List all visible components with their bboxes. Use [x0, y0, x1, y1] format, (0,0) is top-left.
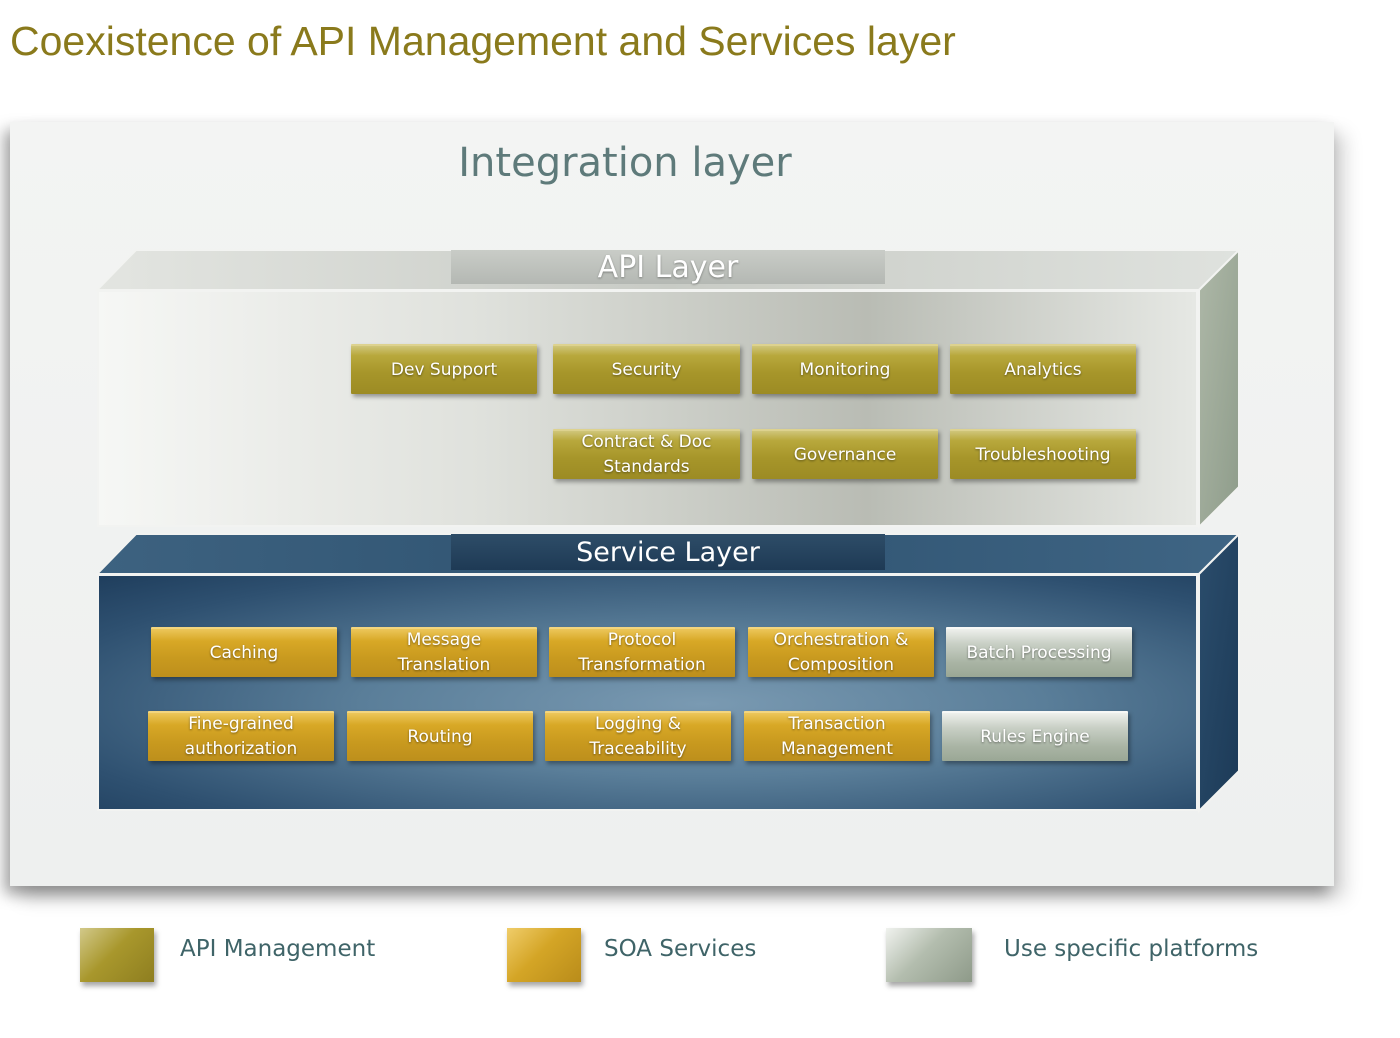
api-layer-side — [1198, 247, 1240, 530]
service-layer-label: Service Layer — [451, 534, 885, 570]
api-module-security: Security — [553, 344, 740, 394]
legend-swatch-use-specific-platforms — [886, 928, 972, 982]
service-layer-side — [1198, 531, 1240, 814]
legend-label-use-specific-platforms: Use specific platforms — [1004, 936, 1259, 962]
api-module-analytics: Analytics — [950, 344, 1136, 394]
legend-label-soa-services: SOA Services — [604, 936, 757, 962]
service-module-logging-traceability: Logging &Traceability — [545, 711, 731, 761]
legend-swatch-api-management — [80, 928, 154, 982]
service-module-orchestration-composition: Orchestration &Composition — [748, 627, 934, 677]
api-layer-front — [97, 290, 1198, 527]
api-module-governance: Governance — [752, 429, 938, 479]
service-module-routing: Routing — [347, 711, 533, 761]
legend-label-api-management: API Management — [180, 936, 376, 962]
service-module-caching: Caching — [151, 627, 337, 677]
api-module-dev-support: Dev Support — [351, 344, 537, 394]
service-layer-front — [97, 574, 1198, 811]
api-layer-label: API Layer — [451, 250, 885, 285]
service-module-batch-processing: Batch Processing — [946, 627, 1132, 677]
legend-swatch-soa-services — [507, 928, 581, 982]
service-module-rules-engine: Rules Engine — [942, 711, 1128, 761]
page-title: Coexistence of API Management and Servic… — [10, 18, 956, 64]
api-module-troubleshooting: Troubleshooting — [950, 429, 1136, 479]
integration-layer-title: Integration layer — [458, 140, 792, 186]
api-module-monitoring: Monitoring — [752, 344, 938, 394]
